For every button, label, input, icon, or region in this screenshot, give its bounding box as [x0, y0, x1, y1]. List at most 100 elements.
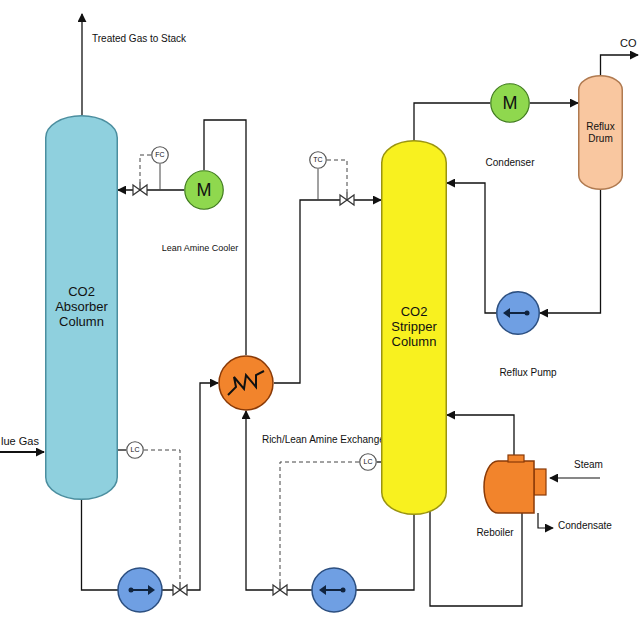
pipe-line — [530, 102, 578, 103]
pump-body — [118, 568, 162, 612]
circle-body — [127, 442, 144, 459]
signal-line — [280, 462, 359, 582]
instrument-tap — [318, 169, 319, 200]
pump-arrow — [503, 308, 510, 318]
pipe-line — [447, 415, 514, 455]
stripper-column: CO2 Stripper Column — [381, 140, 447, 515]
control-valve — [133, 182, 147, 195]
flue-gas-line — [0, 451, 44, 453]
pipe-line — [447, 183, 496, 313]
node-text-area: Reflux Drum — [578, 75, 623, 190]
pump-arrow — [510, 312, 527, 314]
node-outline — [218, 355, 274, 411]
pump-symbol — [312, 568, 356, 612]
node-text-area: CO2 Stripper Column — [381, 140, 447, 515]
gas-outlet-line — [81, 14, 82, 115]
stream-label: lue Gas — [1, 435, 39, 448]
utility-label: Steam — [574, 459, 603, 471]
pump-arrow — [148, 585, 155, 595]
vessel-body — [579, 76, 623, 190]
node-label: M — [503, 93, 518, 114]
pump-symbol: Reflux Pump — [496, 291, 540, 335]
exchanger-body — [219, 356, 273, 410]
pipe-line — [117, 449, 126, 450]
reboiler-nozzle — [534, 469, 546, 495]
pipe-line — [414, 103, 490, 142]
signal-line — [327, 160, 347, 192]
valve-stem — [346, 192, 347, 200]
pump-body — [312, 568, 356, 612]
pipe-line — [540, 188, 601, 313]
pipe-line — [430, 509, 522, 606]
instrument-tag: FC — [155, 151, 164, 159]
pump-arrow — [319, 585, 326, 595]
reflux-drum: Reflux Drum — [578, 75, 623, 190]
pump-arrow — [326, 589, 343, 591]
circle-body — [185, 171, 224, 210]
control-valve — [273, 582, 287, 595]
vessel-body — [46, 116, 118, 500]
node-label: M — [197, 180, 212, 201]
vessel-body — [382, 141, 447, 515]
instrument-tag: LC — [364, 458, 373, 466]
equipment-label: Condenser — [486, 157, 535, 169]
node-text-area — [480, 455, 548, 518]
node-text-area: M — [184, 170, 224, 210]
node-text-area — [496, 291, 540, 335]
node-label: Reflux Drum — [582, 121, 619, 144]
controller-bubble: FC — [151, 146, 169, 164]
absorber-column: CO2 Absorber Column — [45, 115, 118, 500]
pipe-line — [274, 200, 381, 383]
circle-body — [310, 152, 327, 169]
pump-body — [497, 292, 540, 335]
node-text-area: LC — [359, 453, 377, 471]
pipe-line — [204, 120, 246, 355]
node-text-area — [218, 355, 274, 411]
stream-label: CO — [620, 37, 637, 50]
valve-stem — [179, 582, 180, 590]
reboiler-symbol: Reboiler — [480, 455, 548, 518]
node-text-area: TC — [309, 151, 327, 169]
node-text-area: M — [490, 83, 530, 123]
equipment-label: Reflux Pump — [499, 367, 556, 379]
pump-symbol — [118, 568, 162, 612]
exchanger-coil — [228, 371, 264, 395]
pump-arrow — [131, 589, 148, 591]
instrument-tap — [160, 164, 161, 190]
control-valve — [173, 582, 187, 595]
valve-stem — [139, 182, 140, 190]
node-text-area: LC — [126, 441, 144, 459]
pump-hub — [341, 588, 346, 593]
cooler-symbol: MLean Amine Cooler — [184, 170, 224, 210]
reboiler-dome — [508, 455, 524, 462]
instrument-tag: LC — [131, 446, 140, 454]
condensate-line — [538, 513, 553, 528]
equipment-label: Lean Amine Cooler — [162, 243, 239, 253]
controller-bubble: LC — [359, 453, 377, 471]
node-outline — [480, 455, 548, 518]
reboiler-body — [484, 461, 534, 513]
valve-stem — [279, 582, 280, 590]
node-label: CO2 Stripper Column — [385, 305, 443, 350]
node-outline — [496, 291, 540, 335]
pump-hub — [129, 588, 134, 593]
circle-body — [491, 84, 530, 123]
controller-bubble: LC — [126, 441, 144, 459]
steam-line — [550, 477, 600, 478]
heat-exchanger: Rich/Lean Amine Exchanger — [218, 355, 274, 411]
node-label: CO2 Absorber Column — [49, 285, 114, 330]
pump-hub — [525, 311, 530, 316]
condenser-symbol: MCondenser — [490, 83, 530, 123]
circle-body — [360, 454, 377, 471]
co2-outlet-line — [601, 55, 639, 75]
control-valve — [340, 192, 354, 205]
node-text-area: FC — [151, 146, 169, 164]
node-text-area: CO2 Absorber Column — [45, 115, 118, 500]
equipment-label: Reboiler — [476, 527, 513, 539]
controller-bubble: TC — [309, 151, 327, 169]
stream-label: Treated Gas to Stack — [92, 33, 186, 45]
equipment-label: Rich/Lean Amine Exchanger — [262, 434, 388, 446]
instrument-tag: TC — [313, 156, 322, 164]
utility-label: Condensate — [558, 520, 612, 532]
